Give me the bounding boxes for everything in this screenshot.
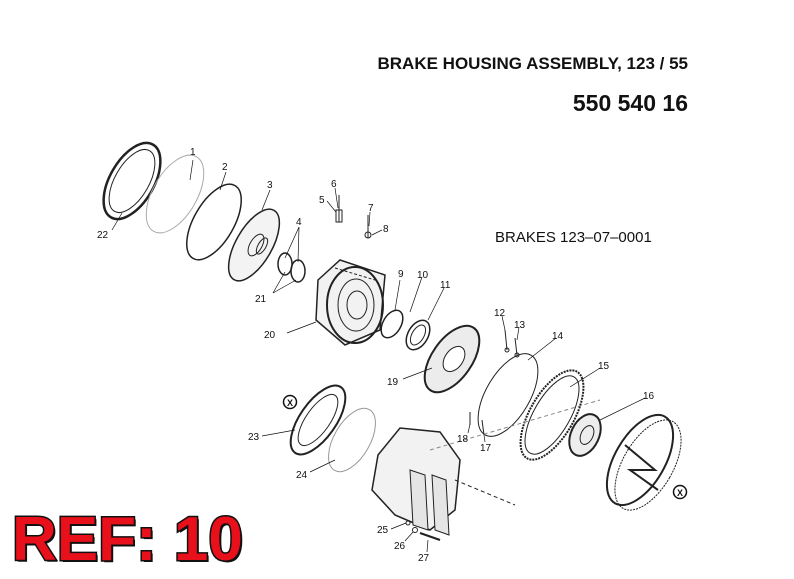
callout-3: 3 — [267, 180, 273, 191]
part-13-pin — [514, 337, 520, 358]
callout-25: 25 — [377, 525, 389, 536]
part-1-disc — [145, 154, 205, 234]
callout-4: 4 — [296, 217, 302, 228]
callout-18: 18 — [457, 434, 469, 445]
part-3-plate — [227, 208, 281, 282]
callout-23: 23 — [248, 432, 260, 443]
part-11-ring — [405, 319, 431, 351]
group-code: BRAKES 123–07–0001 — [495, 229, 652, 246]
callout-27: 27 — [418, 553, 430, 564]
marker-x-right: X — [672, 484, 688, 500]
diagram-title: BRAKE HOUSING ASSEMBLY, 123 / 55 — [377, 54, 689, 73]
callout-2: 2 — [222, 162, 228, 173]
callout-11: 11 — [440, 280, 451, 291]
callout-19: 19 — [387, 377, 399, 388]
callout-20: 20 — [264, 330, 276, 341]
marker-x-left-label: X — [287, 398, 293, 408]
callout-15: 15 — [598, 361, 610, 372]
callout-26: 26 — [394, 541, 406, 552]
part-14-steel-disc — [477, 353, 539, 437]
disc-pack — [605, 413, 682, 511]
part-26-washer — [412, 527, 418, 533]
callout-14: 14 — [552, 331, 564, 342]
part-7-bleed-screw — [364, 215, 372, 239]
callout-10: 10 — [417, 270, 429, 281]
callout-24: 24 — [296, 470, 308, 481]
part-number: 550 540 16 — [572, 90, 688, 116]
callout-7: 7 — [368, 203, 374, 214]
part-25-bolt — [405, 520, 411, 526]
part-15-friction-disc — [519, 369, 585, 461]
callout-22: 22 — [97, 230, 109, 241]
part-6-bolt — [335, 195, 343, 223]
part-23-retainer — [289, 384, 347, 456]
callout-21: 21 — [255, 294, 267, 305]
part-22-seal-ring — [102, 141, 162, 221]
callout-1: 1 — [190, 147, 196, 158]
callout-17: 17 — [480, 443, 492, 454]
callout-16: 16 — [643, 391, 655, 402]
part-16-hub — [568, 413, 602, 457]
callout-13: 13 — [514, 320, 526, 331]
callout-5: 5 — [319, 195, 325, 206]
callout-12: 12 — [494, 308, 506, 319]
callout-6: 6 — [331, 179, 337, 190]
part-9-ring — [380, 309, 404, 339]
part-2-o-ring — [186, 183, 242, 261]
axle-housing — [371, 399, 601, 536]
reference-label: REF: 10 — [11, 504, 245, 576]
marker-x-left: X — [282, 394, 298, 410]
callout-8: 8 — [383, 224, 389, 235]
part-20-brake-housing — [315, 259, 386, 346]
part-17-screw — [481, 419, 485, 436]
part-19-piston-plate — [423, 324, 481, 394]
part-24-gasket — [328, 407, 376, 473]
callout-9: 9 — [398, 269, 404, 280]
marker-x-right-label: X — [677, 488, 683, 498]
part-12-pin — [504, 329, 510, 353]
part-27-bolt — [419, 532, 441, 541]
